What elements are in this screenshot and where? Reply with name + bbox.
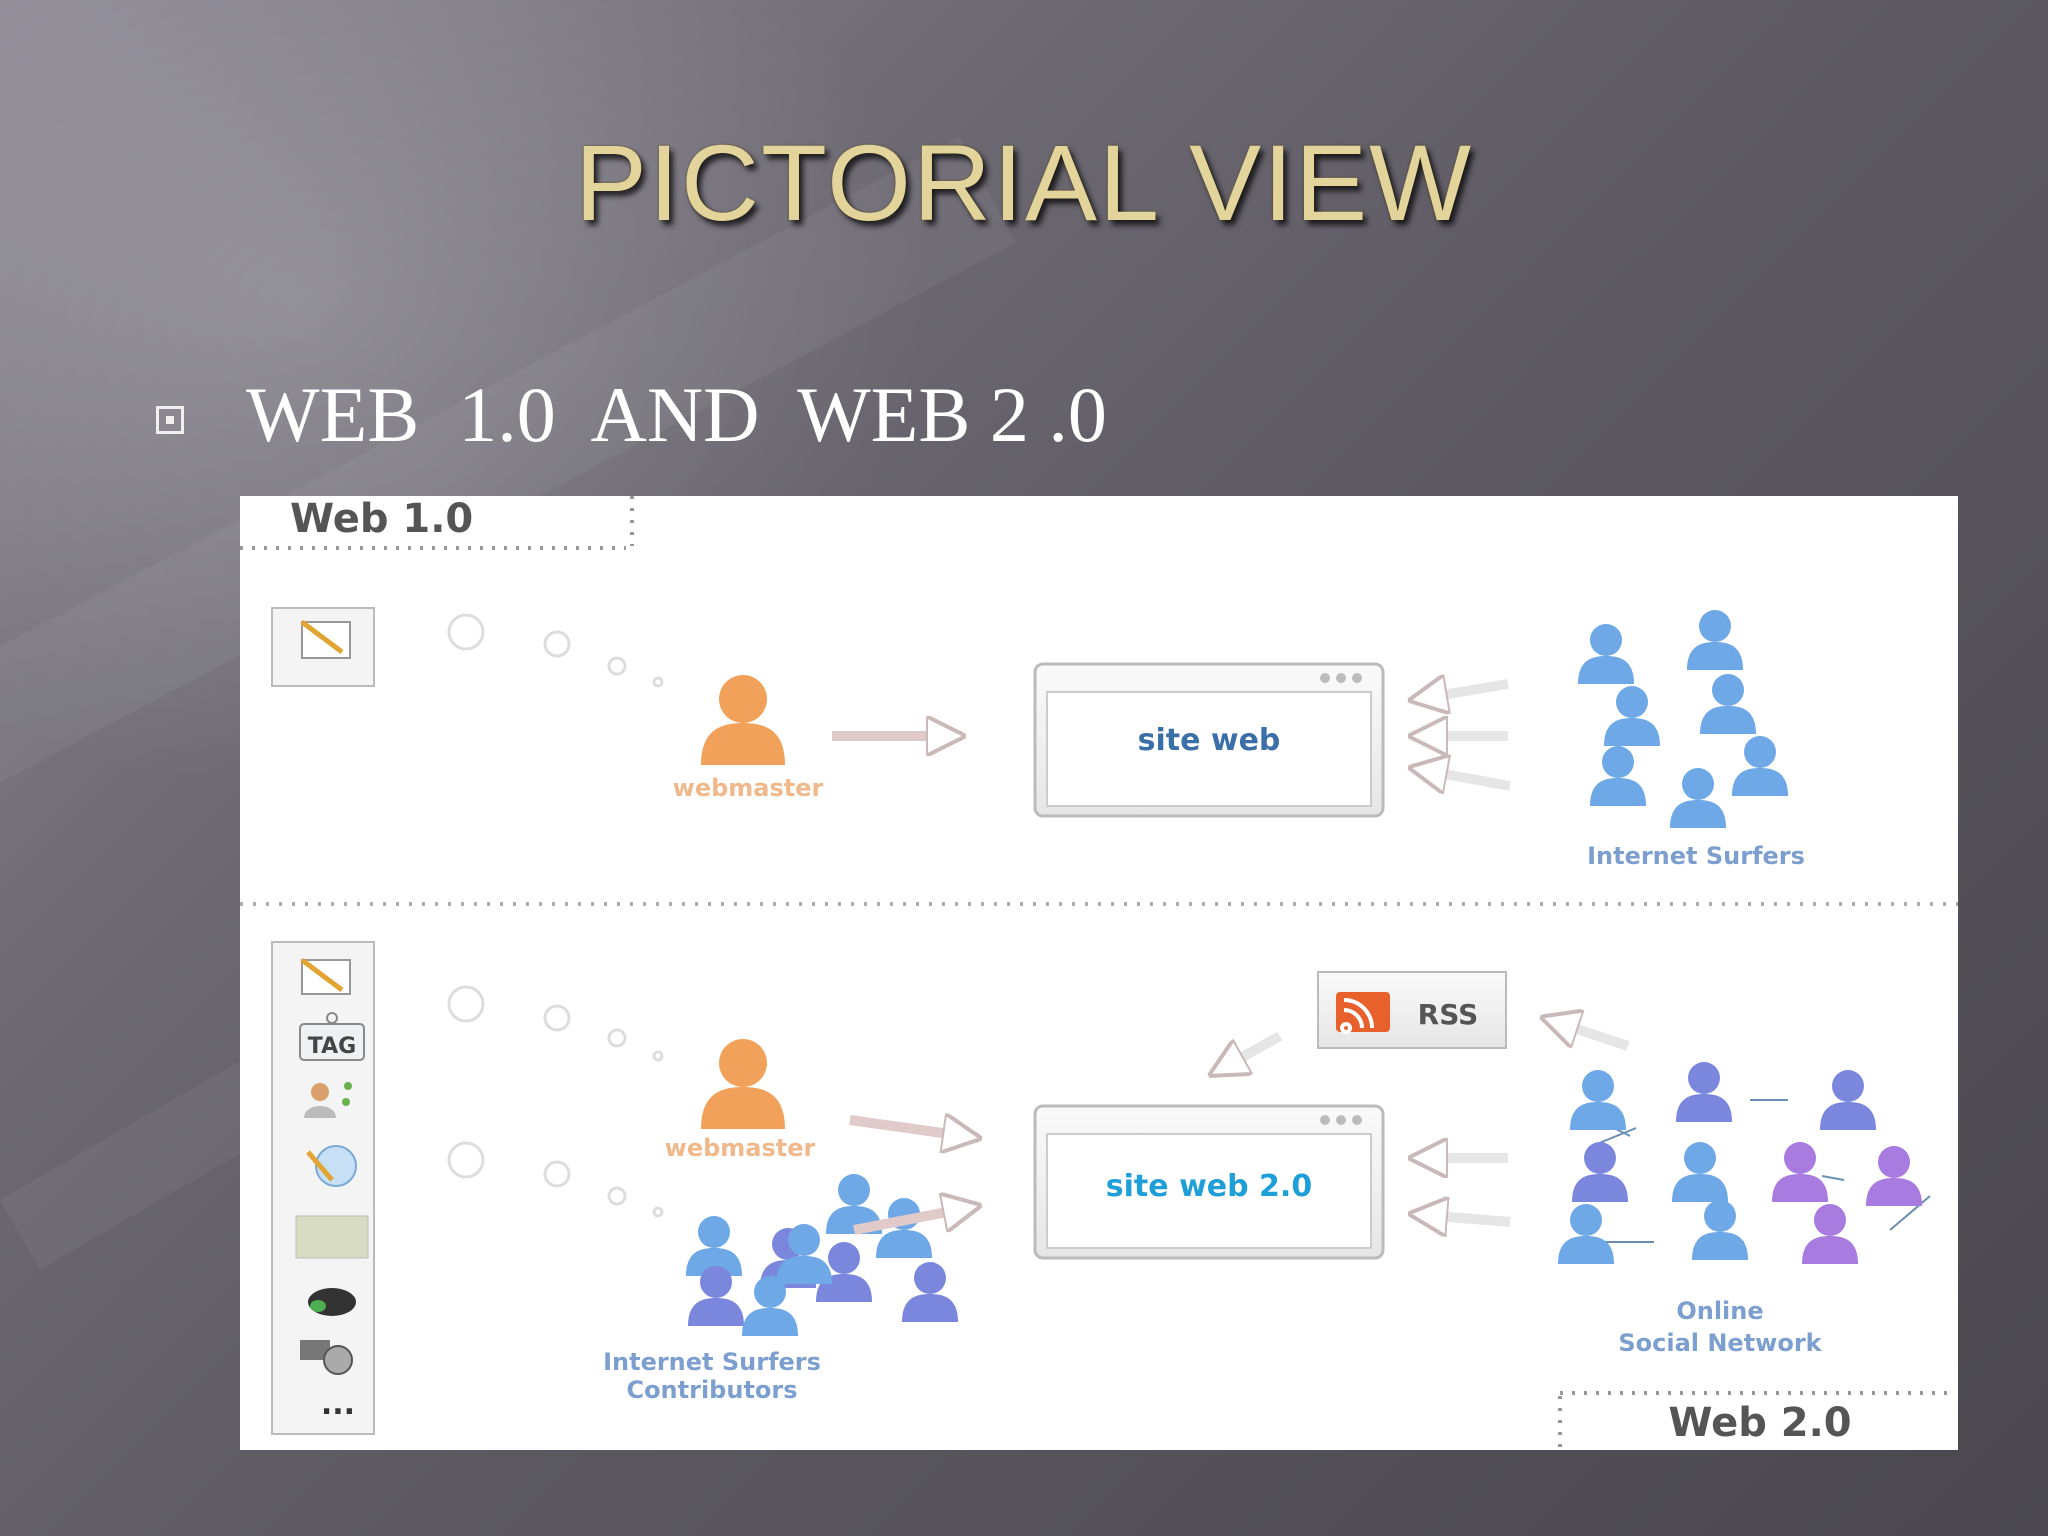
arrow-icon <box>853 1206 978 1235</box>
rss-label: RSS <box>1418 998 1479 1031</box>
arrow-icon <box>1212 1031 1283 1079</box>
rss-feed-box: RSS <box>1317 971 1507 1049</box>
internet-surfers-group <box>1578 610 1788 828</box>
user-icon <box>1676 1062 1732 1122</box>
user-icon <box>1672 1142 1728 1202</box>
online-social-network-group <box>1558 1062 1922 1264</box>
video-reel-icon <box>300 1340 353 1375</box>
thought-bubbles <box>447 985 664 1218</box>
map-thumbnail-icon <box>295 1215 369 1259</box>
user-icon <box>1687 610 1743 670</box>
thought-bubbles <box>447 613 664 688</box>
internet-surfers-contributors-group <box>686 1174 958 1336</box>
user-icon <box>1558 1204 1614 1264</box>
contacts-icon <box>304 1082 352 1118</box>
web2-tool-sidebar <box>271 941 375 1435</box>
arrow-icon <box>1412 684 1509 700</box>
user-icon <box>1692 1200 1748 1260</box>
user-icon <box>1604 686 1660 746</box>
user-icon <box>1670 768 1726 828</box>
arrow-icon <box>849 1120 978 1138</box>
user-icon <box>1572 1142 1628 1202</box>
network-links <box>1577 1099 1931 1243</box>
webmaster-icon <box>701 675 785 765</box>
web-comparison-diagram: Web 1.0 webmaster <box>240 496 1958 1450</box>
user-icon <box>1802 1204 1858 1264</box>
internet-surfers-label: Internet Surfers <box>1587 842 1805 870</box>
site-web-2-window: site web 2.0 <box>1033 1104 1385 1260</box>
phone-icon <box>308 1288 356 1316</box>
arrow-icon <box>1412 1214 1511 1222</box>
arrow-icon <box>1412 768 1511 786</box>
slide-title: PICTORIAL VIEW <box>574 122 1474 243</box>
user-icon <box>1820 1070 1876 1130</box>
arrow-icon <box>1544 1018 1630 1051</box>
checkbox-bullet-icon <box>156 406 184 434</box>
contributors-label-line1: Internet Surfers <box>603 1348 821 1376</box>
web2-section: TAG ... <box>271 941 1948 1450</box>
user-icon <box>1700 674 1756 734</box>
webmaster-label: webmaster <box>673 774 824 802</box>
notepad-pencil-icon <box>300 958 351 995</box>
more-tools-label: ... <box>321 1387 355 1422</box>
web1-section: Web 1.0 webmaster <box>240 496 1805 870</box>
user-icon <box>1578 624 1634 684</box>
web2-section-label: Web 2.0 <box>1668 1400 1851 1446</box>
bullet-text: WEB 1.0 AND WEB 2 .0 <box>246 371 1107 458</box>
webmaster-label: webmaster <box>665 1134 816 1162</box>
user-icon <box>1590 746 1646 806</box>
webmaster-icon <box>701 1039 785 1129</box>
site-web-label: site web <box>1138 723 1281 758</box>
web1-section-label: Web 1.0 <box>290 496 473 542</box>
tag-label: TAG <box>308 1034 356 1059</box>
user-icon <box>1772 1142 1828 1202</box>
user-icon <box>902 1262 958 1322</box>
social-network-label-line1: Online <box>1676 1297 1763 1325</box>
site-web-window: site web <box>1033 662 1385 818</box>
web-editing-icon <box>306 1145 357 1187</box>
contributors-label-line2: Contributors <box>626 1376 797 1404</box>
diagram-canvas: Web 1.0 webmaster <box>240 496 1958 1450</box>
user-icon <box>1732 736 1788 796</box>
notepad-pencil-icon <box>300 620 351 659</box>
tag-icon: TAG <box>299 1012 365 1061</box>
site-web-2-label: site web 2.0 <box>1106 1169 1312 1204</box>
social-network-label-line2: Social Network <box>1618 1329 1822 1357</box>
user-icon <box>1866 1146 1922 1206</box>
user-icon <box>1570 1070 1626 1130</box>
